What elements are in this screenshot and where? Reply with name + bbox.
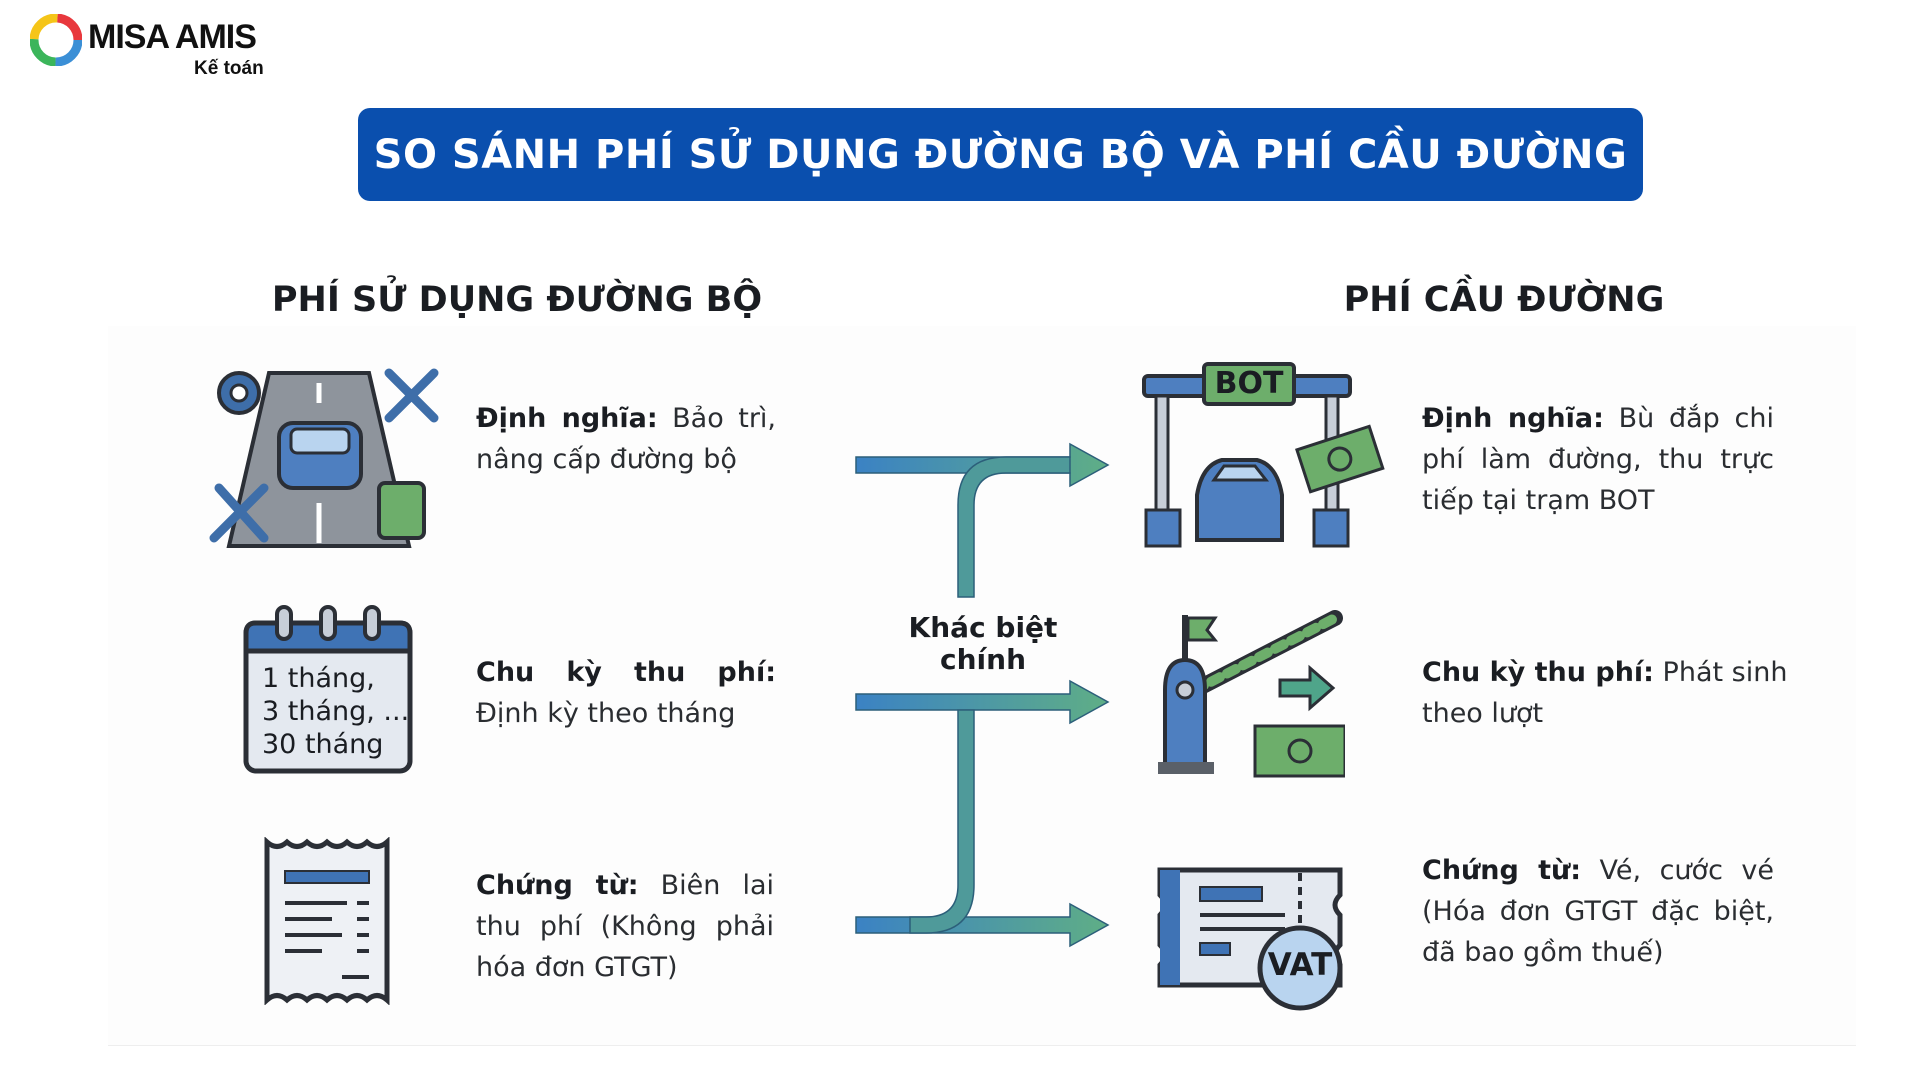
row-text: Bảo trì, nâng cấp đường bộ (476, 403, 776, 475)
center-label-line1: Khác biệt (908, 611, 1058, 644)
right-document: Chứng từ: Vé, cước vé (Hóa đơn GTGT đặc … (1422, 850, 1774, 973)
right-definition: Định nghĩa: Bù đắp chi phí làm đường, th… (1422, 398, 1774, 521)
row-label: Định nghĩa: (476, 403, 658, 434)
logo-subtitle: Kế toán (194, 58, 264, 79)
misa-amis-logo: MISA AMIS Kế toán (30, 14, 280, 80)
arrow-cycle (855, 679, 1110, 725)
calendar-icon (243, 605, 413, 774)
calendar-line: 30 tháng (262, 729, 384, 760)
calendar-line: 1 tháng, (262, 663, 375, 694)
arrow-document (855, 902, 1110, 948)
left-collection-cycle: Chu kỳ thu phí: Định kỳ theo tháng (476, 652, 776, 734)
page-title: SO SÁNH PHÍ SỬ DỤNG ĐƯỜNG BỘ VÀ PHÍ CẦU … (373, 131, 1628, 178)
row-label: Chu kỳ thu phí: (476, 657, 776, 688)
row-text: Phát sinh theo lượt (1422, 657, 1788, 729)
left-definition: Định nghĩa: Bảo trì, nâng cấp đường bộ (476, 398, 776, 480)
vat-ticket-icon (1157, 867, 1343, 1011)
center-label: Khác biệt chính (900, 612, 1066, 676)
calendar-text: 1 tháng, 3 tháng, ... 30 tháng (262, 662, 409, 761)
left-column-header: PHÍ SỬ DỤNG ĐƯỜNG BỘ (271, 280, 763, 320)
vat-badge-label: VAT (1267, 947, 1333, 983)
connector-arrows (855, 442, 1110, 948)
row-text: Định kỳ theo tháng (476, 698, 736, 729)
row-label: Chu kỳ thu phí: (1422, 657, 1654, 688)
center-label-line2: chính (940, 643, 1026, 676)
receipt-icon (264, 837, 390, 1005)
right-column-header: PHÍ CẦU ĐƯỜNG (1343, 280, 1665, 320)
calendar-line: 3 tháng, ... (262, 696, 410, 727)
lower-branch (909, 709, 975, 934)
logo-swirl-icon (30, 14, 82, 66)
bot-sign-label: BOT (1214, 366, 1284, 401)
left-document: Chứng từ: Biên lai thu phí (Không phải h… (476, 865, 774, 988)
toll-barrier-icon (1158, 610, 1345, 778)
upper-branch (957, 456, 1071, 598)
title-banner: SO SÁNH PHÍ SỬ DỤNG ĐƯỜNG BỘ VÀ PHÍ CẦU … (358, 108, 1643, 201)
row-text: Vé, cước vé (Hóa đơn GTGT đặc biệt, đã b… (1422, 855, 1774, 968)
row-text: Bù đắp chi phí làm đường, thu trực tiếp … (1422, 403, 1774, 516)
row-label: Chứng từ: (476, 870, 639, 901)
row-label: Chứng từ: (1422, 855, 1582, 886)
logo-brand: MISA AMIS (88, 18, 257, 56)
bot-toll-station-icon (1142, 362, 1385, 548)
road-maintenance-icon (209, 368, 439, 548)
row-label: Định nghĩa: (1422, 403, 1604, 434)
row-text: Biên lai thu phí (Không phải hóa đơn GTG… (476, 870, 774, 983)
right-collection-cycle: Chu kỳ thu phí: Phát sinh theo lượt (1422, 652, 1802, 734)
